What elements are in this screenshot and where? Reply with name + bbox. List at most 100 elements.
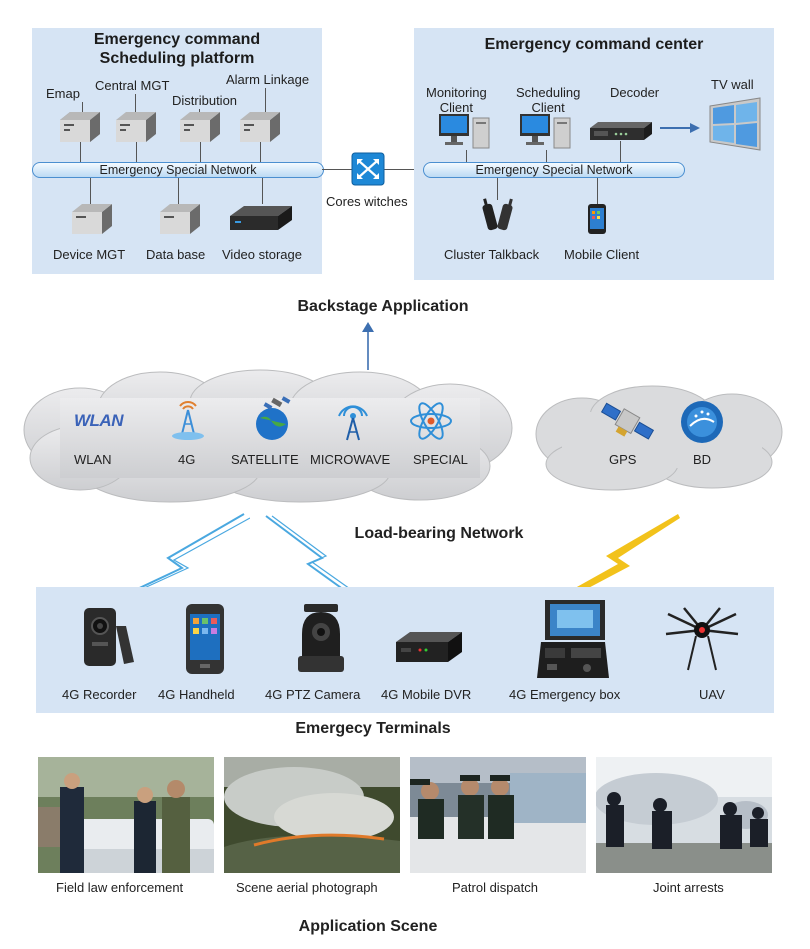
decoder-icon: [590, 122, 652, 140]
server-link: [178, 178, 179, 204]
field-law-enforcement-label: Field law enforcement: [56, 880, 184, 895]
device-mgt-label: Device MGT: [53, 247, 126, 262]
up-arrow-icon: [362, 322, 374, 370]
gps-satellite-icon: [600, 402, 655, 440]
4g-tower-icon: [172, 401, 204, 440]
central-mgt-leader: [135, 94, 136, 112]
field-law-enforcement-photo: [38, 757, 214, 873]
distribution-label: Distribution: [172, 93, 238, 108]
server-link: [260, 142, 261, 163]
backstage-title: Backstage Application: [297, 298, 469, 315]
tv-wall-label: TV wall: [711, 77, 754, 92]
microwave-label: MICROWAVE: [310, 452, 391, 467]
core-switch-label: Cores witches: [326, 194, 408, 209]
special-atom-icon: [410, 402, 452, 440]
satellite-label: SATELLITE: [231, 452, 299, 467]
monitoring-computer-icon: [439, 114, 490, 149]
arrow-to-tv-wall-icon: [660, 123, 700, 133]
central-mgt-server-icon: [116, 112, 156, 142]
uav-drone-icon: [665, 607, 739, 671]
center-network-bar: Emergency Special Network: [423, 162, 685, 178]
scheduling-line1: Scheduling: [516, 85, 581, 100]
central-mgt-label: Central MGT: [95, 78, 170, 93]
server-link: [136, 142, 137, 163]
lightning-right-icon: [550, 514, 680, 602]
scheduling-line2: Client: [531, 100, 565, 115]
terminals-title: Emergecy Terminals: [295, 720, 451, 737]
database-server-icon: [160, 204, 200, 234]
4g-mobile-dvr-label: 4G Mobile DVR: [381, 687, 472, 702]
alarm-linkage-server-icon: [240, 112, 280, 142]
scene-aerial-photograph-photo: [224, 757, 400, 873]
gps-label: GPS: [609, 452, 637, 467]
4g-handheld-icon: [186, 604, 224, 674]
bd-beidou-icon: [681, 401, 723, 443]
platform-title: Emergency command Scheduling platform: [32, 30, 322, 68]
distribution-leader: [199, 109, 200, 112]
platform-network-bar: Emergency Special Network: [32, 162, 324, 178]
monitoring-line1: Monitoring: [426, 85, 487, 100]
satellite-globe-icon: [256, 396, 291, 440]
video-storage-icon: [230, 206, 292, 230]
4g-emergency-box-icon: [537, 600, 609, 678]
core-link-left: [322, 169, 352, 170]
lightning-left-icon: [113, 513, 250, 601]
client-link: [466, 150, 467, 163]
scheduling-computer-icon: [520, 114, 571, 149]
wlan-logo-icon: WLAN: [74, 411, 123, 430]
scheduling-client-label: Scheduling Client: [516, 85, 580, 115]
joint-arrests-photo: [596, 757, 772, 873]
4g-recorder-icon: [84, 608, 134, 666]
scene-aerial-photograph-label: Scene aerial photograph: [236, 880, 378, 895]
emap-leader: [82, 102, 83, 112]
4g-ptz-camera-icon: [298, 604, 344, 672]
emap-server-icon: [60, 112, 100, 142]
application-scene-title: Application Scene: [298, 918, 438, 935]
cluster-talkback-label: Cluster Talkback: [444, 247, 540, 262]
platform-title-line2: Scheduling platform: [99, 50, 255, 67]
platform-title-line1: Emergency command: [93, 31, 261, 48]
database-label: Data base: [146, 247, 206, 262]
client-link: [546, 150, 547, 163]
server-link: [262, 178, 263, 204]
command-center-panel: [414, 28, 774, 280]
wlan-label: WLAN: [74, 452, 112, 467]
client-link: [620, 141, 621, 163]
monitoring-client-label: Monitoring Client: [426, 85, 487, 115]
distribution-server-icon: [180, 112, 220, 142]
client-link: [497, 178, 498, 200]
core-link-right: [384, 169, 424, 170]
bd-label: BD: [693, 452, 712, 467]
lightning-middle-icon: [265, 515, 361, 601]
server-link: [80, 142, 81, 163]
load-bearing-network-title: Load-bearing Network: [354, 525, 524, 542]
core-switch-icon: [351, 152, 385, 186]
decoder-label: Decoder: [610, 85, 660, 100]
tv-wall-icon: [709, 97, 761, 151]
navigation-cloud: [535, 385, 783, 491]
4g-mobile-dvr-icon: [396, 632, 462, 662]
4g-ptz-camera-label: 4G PTZ Camera: [265, 687, 361, 702]
mobile-client-icon: [588, 204, 606, 234]
alarm-linkage-leader: [265, 88, 266, 112]
cluster-talkback-icon: [482, 198, 513, 231]
uav-label: UAV: [699, 687, 725, 702]
patrol-dispatch-photo: [410, 757, 586, 873]
4g-handheld-label: 4G Handheld: [158, 687, 235, 702]
joint-arrests-label: Joint arrests: [653, 880, 724, 895]
emap-label: Emap: [46, 86, 80, 101]
video-storage-label: Video storage: [222, 247, 302, 262]
patrol-dispatch-label: Patrol dispatch: [452, 880, 538, 895]
mobile-client-label: Mobile Client: [564, 247, 640, 262]
server-link: [90, 178, 91, 204]
device-mgt-server-icon: [72, 204, 112, 234]
client-link: [597, 178, 598, 204]
microwave-tower-icon: [338, 405, 368, 441]
4g-label: 4G: [178, 452, 196, 467]
4g-recorder-label: 4G Recorder: [62, 687, 137, 702]
4g-emergency-box-label: 4G Emergency box: [509, 687, 621, 702]
monitoring-line2: Client: [439, 100, 473, 115]
server-link: [200, 142, 201, 163]
special-label: SPECIAL: [413, 452, 468, 467]
alarm-linkage-label: Alarm Linkage: [226, 72, 310, 87]
